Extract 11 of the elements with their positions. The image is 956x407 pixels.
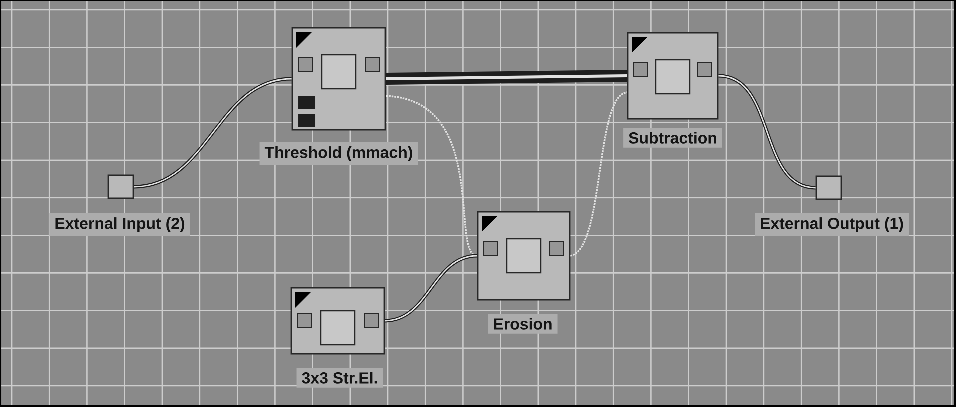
module-label: Subtraction xyxy=(624,128,722,148)
connector xyxy=(718,74,816,190)
module-label: Erosion xyxy=(488,314,558,334)
module-label: 3x3 Str.El. xyxy=(296,368,384,388)
connector xyxy=(134,77,292,189)
module-label: External Output (1) xyxy=(755,214,909,236)
connector xyxy=(386,70,628,85)
module-label: Threshold (mmach) xyxy=(260,142,418,166)
connector xyxy=(385,254,478,323)
module-label: External Input (2) xyxy=(50,214,190,236)
connector xyxy=(570,92,628,257)
